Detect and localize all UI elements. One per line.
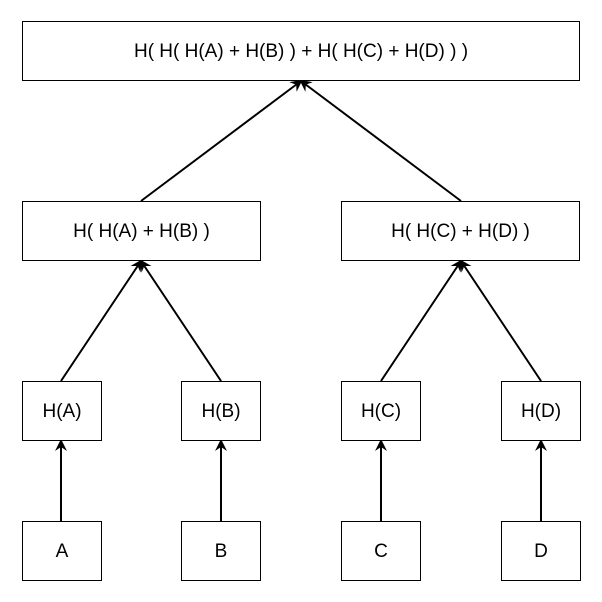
node-hash-a-label: H(A)	[42, 400, 82, 422]
node-hash-c: H(C)	[341, 381, 421, 441]
node-hash-ab-label: H( H(A) + H(B) )	[73, 220, 210, 242]
edge-ha-to-hab	[60, 259, 143, 382]
edge-hcd-to-root	[299, 79, 462, 202]
node-data-d-label: D	[534, 540, 548, 562]
node-data-b: B	[181, 521, 261, 581]
node-root-hash-label: H( H( H(A) + H(B) ) + H( H(C) + H(D) ) )	[133, 40, 469, 62]
edge-hab-to-root	[140, 79, 303, 202]
node-hash-cd: H( H(C) + H(D) )	[341, 201, 580, 261]
edge-hc-to-hcd	[380, 259, 463, 382]
node-data-c-label: C	[374, 540, 388, 562]
node-data-d: D	[501, 521, 581, 581]
node-hash-a: H(A)	[22, 381, 102, 441]
node-hash-d-label: H(D)	[520, 400, 562, 422]
node-hash-d: H(D)	[501, 381, 581, 441]
edge-hd-to-hcd	[459, 259, 542, 382]
node-data-a: A	[22, 521, 102, 581]
edge-hb-to-hab	[139, 259, 222, 382]
node-data-c: C	[341, 521, 421, 581]
node-data-a-label: A	[55, 540, 69, 562]
node-hash-c-label: H(C)	[360, 400, 402, 422]
node-root-hash: H( H( H(A) + H(B) ) + H( H(C) + H(D) ) )	[22, 21, 580, 81]
node-hash-b: H(B)	[181, 381, 261, 441]
node-hash-b-label: H(B)	[201, 400, 241, 422]
node-data-b-label: B	[214, 540, 228, 562]
node-hash-ab: H( H(A) + H(B) )	[22, 201, 261, 261]
node-hash-cd-label: H( H(C) + H(D) )	[391, 220, 530, 242]
